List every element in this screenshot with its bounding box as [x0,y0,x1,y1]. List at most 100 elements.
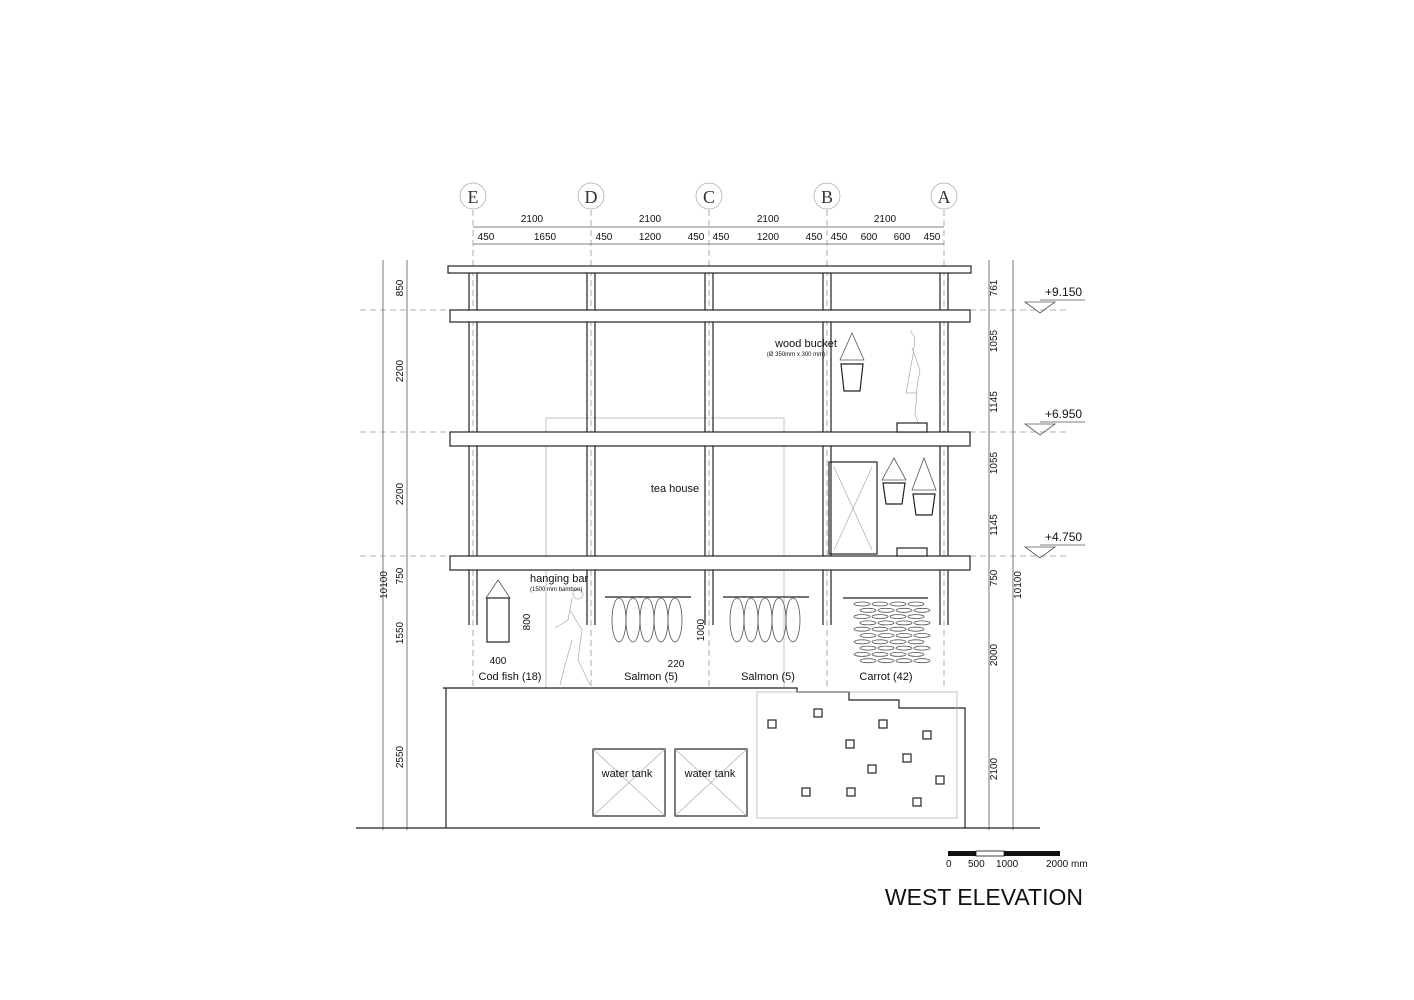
carrot-icon [889,639,907,645]
wood-bucket-label: wood bucket [774,338,837,350]
top-dimensions: 2100 2100 2100 2100 450 1650 450 1200 45… [473,214,944,245]
carrot-icon [853,639,871,645]
planter-icon [845,739,855,749]
scale-tick: 0 [946,859,952,870]
salmon-height-dim: 1000 [696,618,707,641]
person-walking-icon [554,588,591,686]
dim-label: 1055 [989,451,1000,474]
planter-icon [867,764,877,774]
roof-slab [447,265,972,274]
hanging-bar-note: (1500 mm bamboo) [530,587,582,593]
dim-label: 450 [688,232,705,243]
dim-label: 600 [894,232,911,243]
level-label: +6.950 [1045,407,1082,421]
carrot-icon [895,607,913,613]
planter-icon [767,719,777,729]
dim-label: 750 [395,567,406,584]
right-dimensions: 10100 761 1055 1145 1055 1145 750 2000 2… [988,260,1024,830]
dim-label: 450 [713,232,730,243]
planter-icon [801,787,811,797]
salmon-label: Salmon (5) [741,671,795,683]
dim-label: 2200 [395,482,406,505]
dim-label: 450 [806,232,823,243]
carrot-icon [895,658,913,664]
salmon-icon [611,597,627,643]
dim-label: 2100 [521,214,544,225]
salmon-label: Salmon (5) [624,671,678,683]
grid-label: A [938,187,951,207]
dim-label: 1055 [989,329,1000,352]
dim-label: 450 [478,232,495,243]
hanging-items [485,579,931,686]
drawing-title: WEST ELEVATION [885,884,1083,910]
grid-bubble-c: C [695,182,723,210]
hanging-bar-label: hanging bar [530,573,588,585]
carrot-icon [859,645,877,651]
dim-label: 450 [596,232,613,243]
level-marker-6950: +6.950 [1023,407,1085,436]
salmon-icon [625,597,641,643]
level-label: +9.150 [1045,285,1082,299]
carrot-icon [913,633,931,638]
dim-label: 450 [924,232,941,243]
carrot-icon [895,633,913,638]
grid-label: C [703,187,715,207]
carrot-icon [871,652,889,657]
carrot-icon [859,620,877,626]
dim-label: 2100 [874,214,897,225]
grid-bubble-e: E [459,182,487,210]
carrot-icon [907,601,925,607]
water-tank-label: water tank [601,768,653,780]
grid-bubble-a: A [930,182,958,210]
dim-label: 1550 [395,621,406,644]
carrot-icon [913,607,931,613]
cod-height-dim: 800 [522,613,533,630]
dim-label: 450 [831,232,848,243]
wood-bucket-size-label: (Ø 350mm x 300 mm) [767,352,825,358]
planter-icon [912,797,922,807]
door [828,461,878,555]
floor-slab [449,555,971,571]
dim-label: 2100 [989,757,1000,780]
dim-label: 10100 [1013,571,1024,599]
dim-label: 2100 [639,214,662,225]
upper-features: wood bucket (Ø 350mm x 300 mm) tea house [651,329,937,557]
carrot-icon [877,633,895,638]
person-standing-icon [905,329,921,425]
salmon-icon [729,597,745,643]
carrot-icon [877,658,895,664]
planter-icon [902,753,912,763]
cod-fish-basket [485,579,511,643]
salmon-icon [639,597,655,643]
carrot-label: Carrot (42) [859,671,912,683]
water-tank [592,748,666,817]
planter-icon [878,719,888,729]
carrot-icon [913,645,931,651]
stool [896,547,928,557]
carrot-icon [853,652,871,657]
left-dimensions: 10100 850 2200 2200 750 1550 2550 [379,260,408,830]
carrot-icon [907,652,925,657]
carrot-icon [877,607,895,613]
dim-label: 1200 [639,232,662,243]
structure [447,265,972,625]
dim-label: 850 [395,279,406,296]
salmon-icon [743,597,759,643]
level-marker-4750: +4.750 [1023,530,1085,559]
water-tank [674,748,748,817]
carrot-icon [853,626,871,632]
dim-label: 750 [989,569,1000,586]
carrot-icon [889,652,907,657]
salmon-icon [667,597,683,643]
carrot-icon [895,645,913,651]
carrot-icon [871,614,889,619]
carrot-icon [889,601,907,607]
level-label: +4.750 [1045,530,1082,544]
dim-label: 2200 [395,359,406,382]
salmon-icon [785,597,801,643]
carrot-icon [871,601,889,607]
carrot-icon [859,607,877,613]
wood-bucket-icon [839,332,865,392]
scale-tick: 1000 [996,859,1019,870]
